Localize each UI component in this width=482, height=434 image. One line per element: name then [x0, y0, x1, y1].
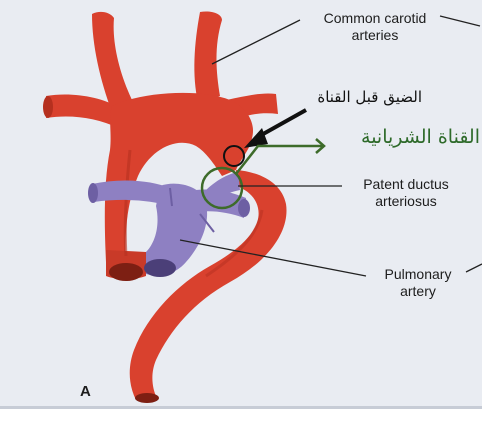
label-patent-ductus-line1: Patent ductus [363, 176, 449, 192]
ductus-arrow [235, 144, 322, 175]
figure-divider [0, 406, 482, 409]
label-patent-ductus: Patent ductus arteriosus [342, 176, 470, 210]
leader-pulmonary-right [465, 263, 482, 273]
label-pulmonary-line1: Pulmonary [384, 266, 452, 282]
coarctation-arrowhead [244, 128, 268, 148]
ductus-arrowhead [315, 138, 326, 154]
heart-vessels-diagram [43, 11, 482, 403]
label-pulmonary-line2: artery [400, 283, 436, 299]
annotation-ductus-arabic: القناة الشريانية [361, 126, 480, 148]
label-common-carotid: Common carotid arteries [304, 10, 446, 44]
pulmonary-illustration [88, 172, 250, 277]
coarctation-circle [223, 145, 245, 167]
label-pulmonary-artery: Pulmonary artery [366, 266, 470, 300]
leader-pulmonary [179, 239, 367, 277]
annotation-coarctation-arabic: الضيق قبل القناة [317, 88, 422, 106]
panel-label: A [80, 383, 91, 400]
label-patent-ductus-line2: arteriosus [375, 193, 437, 209]
coarctation-arrow [255, 108, 307, 140]
ductus-circle [200, 166, 244, 210]
annotations-overlay [179, 15, 482, 277]
label-common-carotid-line2: arteries [351, 27, 399, 43]
aorta-illustration [43, 11, 287, 403]
leader-carotid [211, 19, 301, 65]
leader-carotid-right [439, 15, 481, 27]
bottom-strip [0, 409, 482, 434]
label-common-carotid-line1: Common carotid [323, 10, 427, 26]
